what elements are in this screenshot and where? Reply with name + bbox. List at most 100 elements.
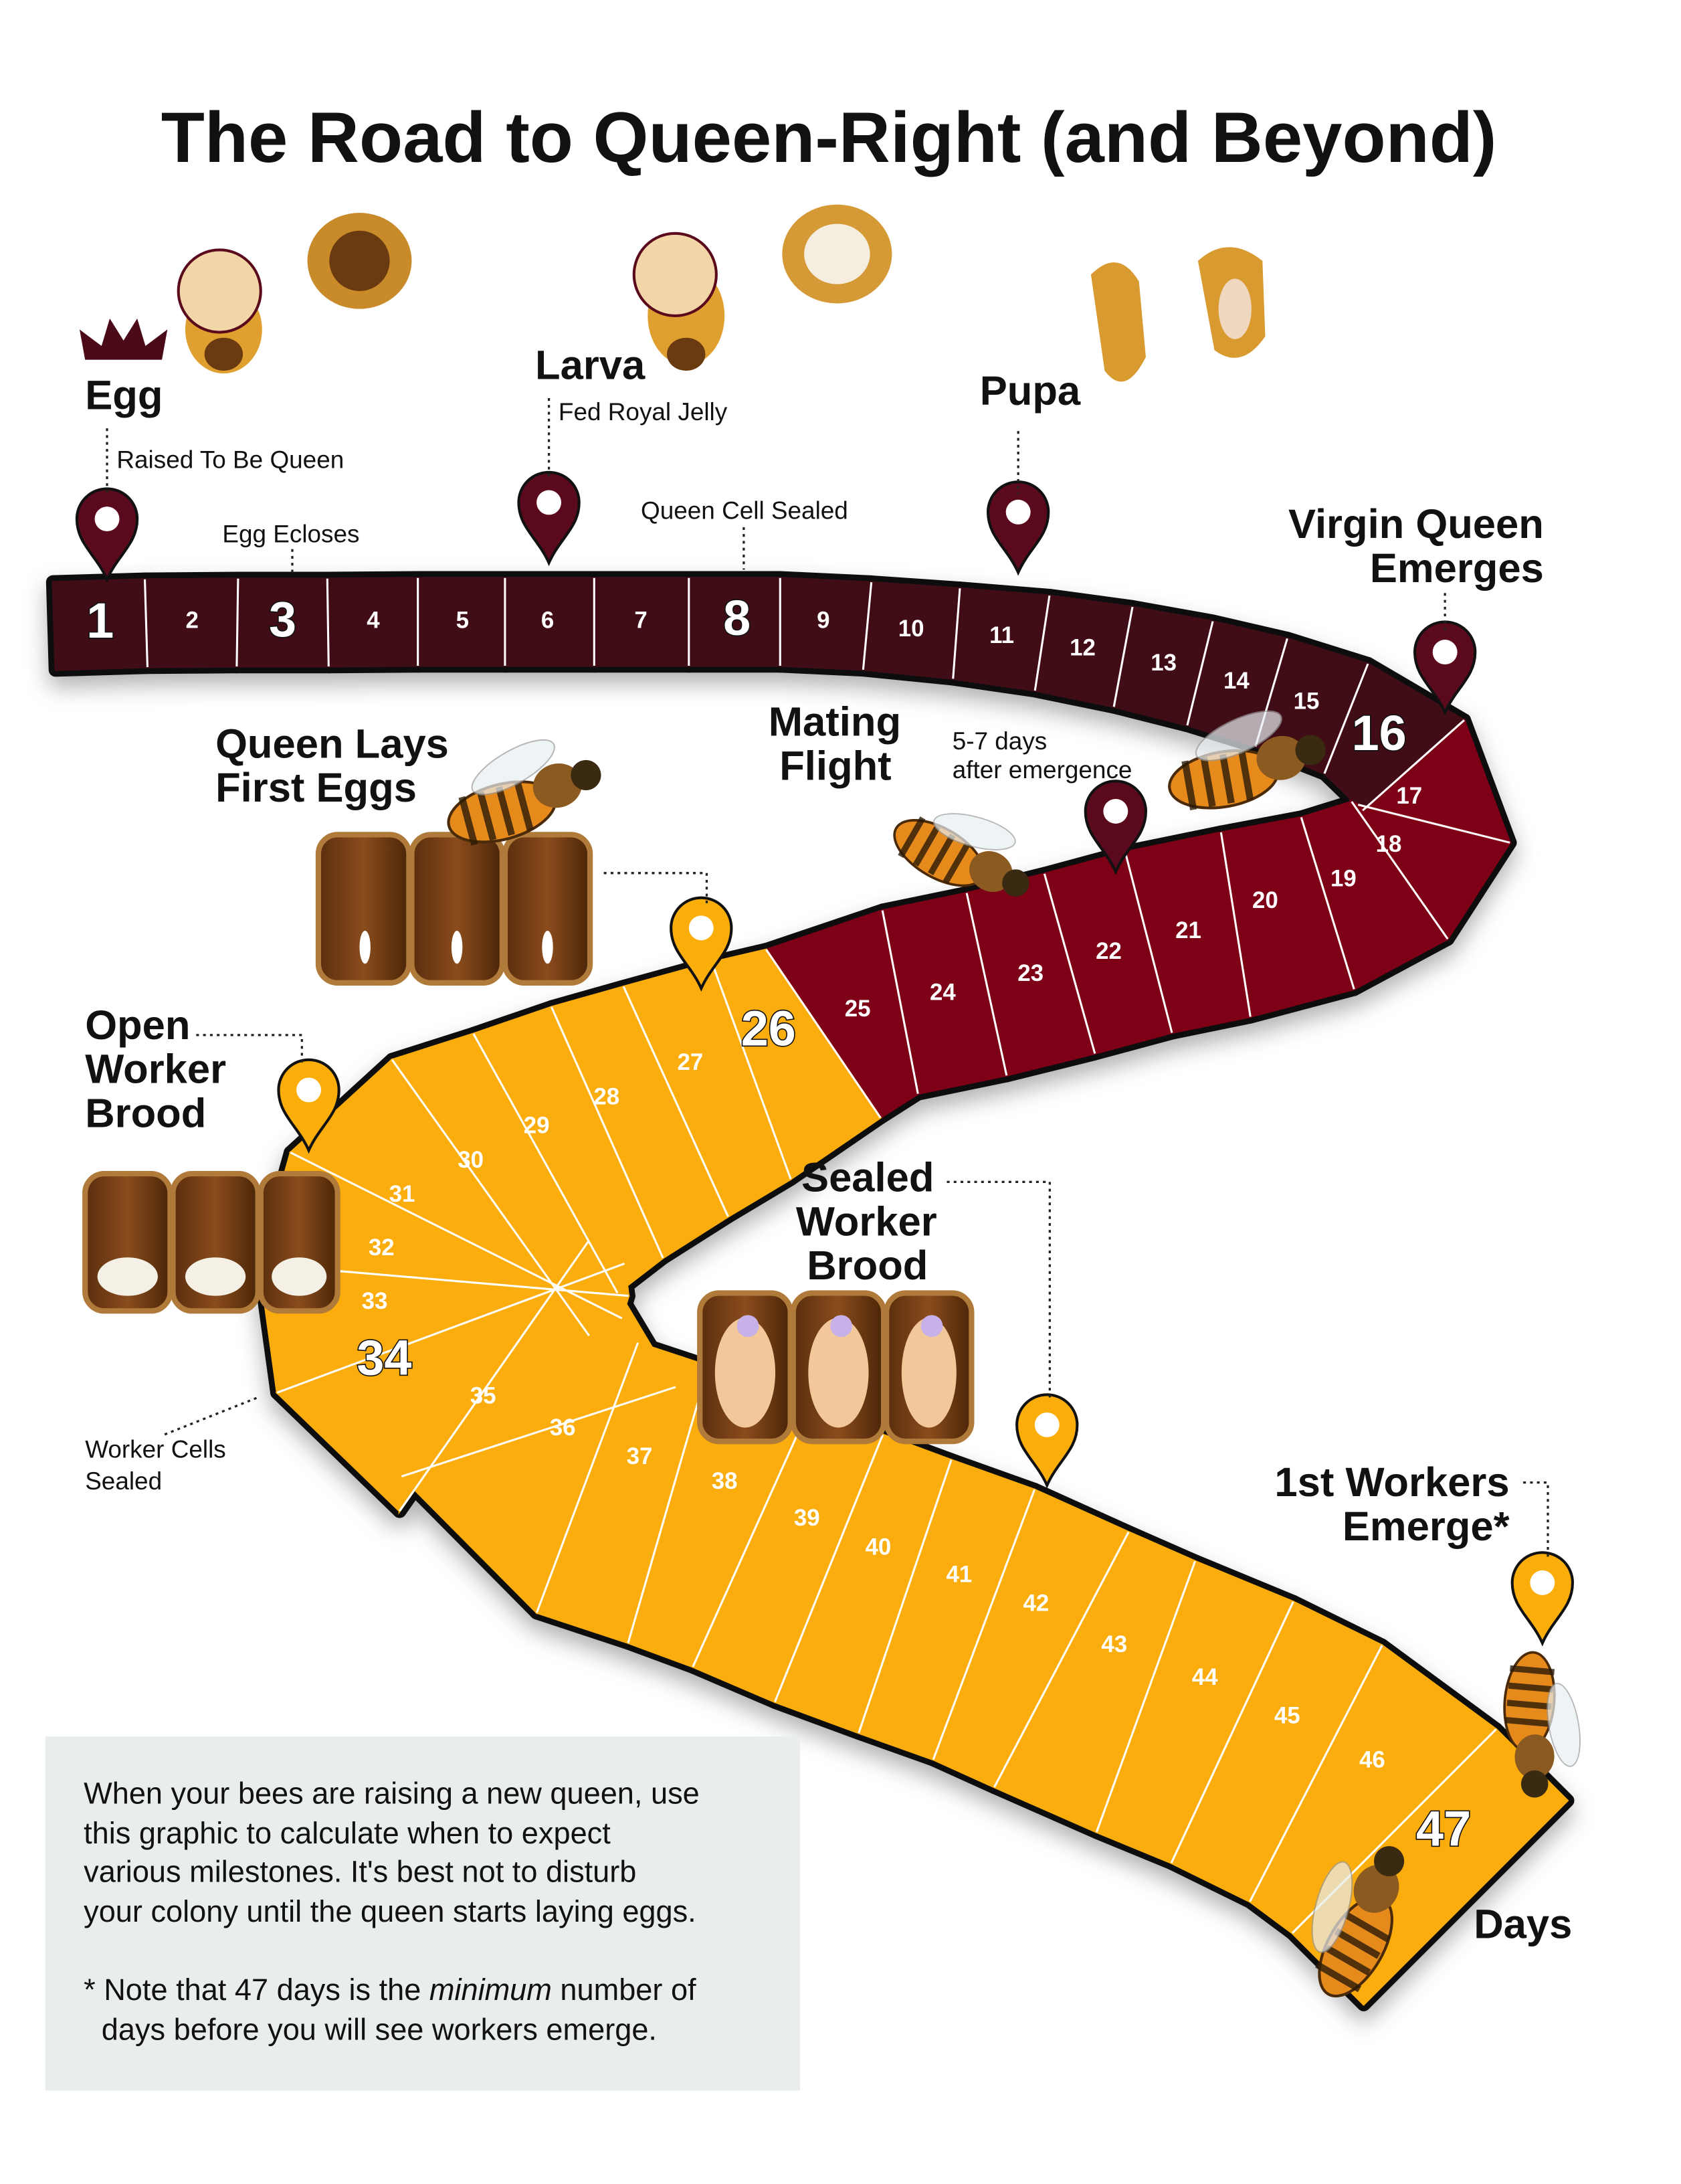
segment-divider	[1362, 719, 1465, 812]
day-label: 29	[524, 1113, 550, 1139]
day-label: 26	[741, 1000, 796, 1056]
segment-divider	[1124, 851, 1173, 1033]
day-label: 43	[1101, 1631, 1127, 1657]
day-label: 36	[550, 1415, 576, 1441]
milestone-pins	[75, 470, 1574, 1647]
segment-divider	[1033, 595, 1051, 691]
label-fed: Fed Royal Jelly	[559, 398, 728, 426]
day-label: 14	[1223, 668, 1250, 694]
segment-divider	[773, 1434, 884, 1703]
bee-icon	[893, 813, 1029, 897]
label-virgin-1: Virgin Queen	[1288, 501, 1544, 547]
info-line: various milestones. It's best not to dis…	[84, 1855, 636, 1889]
label-egg: Egg	[85, 372, 163, 418]
road-timeline	[45, 571, 1575, 2011]
segment-divider	[710, 962, 792, 1180]
segment-divider	[1300, 817, 1355, 990]
day-label: 15	[1294, 689, 1320, 715]
segment-divider	[622, 986, 729, 1217]
queen-cell-illustration	[177, 204, 1266, 382]
info-line: this graphic to calculate when to expect	[84, 1816, 611, 1850]
location-pin-icon	[1510, 1551, 1574, 1647]
segment-divider	[1357, 804, 1510, 844]
day-label: 46	[1359, 1746, 1385, 1772]
day-label: 30	[458, 1147, 484, 1173]
day-label: 5	[456, 608, 469, 634]
label-raised: Raised To Be Queen	[116, 446, 344, 474]
day-label: 22	[1096, 938, 1122, 964]
day-label: 20	[1252, 887, 1278, 913]
location-pin-icon	[517, 470, 581, 567]
day-label: 3	[269, 592, 296, 647]
day-label: 39	[794, 1505, 820, 1531]
day-label: 18	[1376, 831, 1402, 857]
day-label: 32	[369, 1235, 395, 1261]
page-title: The Road to Queen-Right (and Beyond)	[161, 97, 1497, 177]
label-swb-1: Sealed	[801, 1155, 934, 1201]
day-label: 40	[866, 1534, 892, 1560]
day-label: 38	[712, 1468, 738, 1494]
segment-divider	[551, 1006, 664, 1259]
info-note-line2: days before you will see workers emerge.	[102, 2013, 657, 2047]
day-label: 45	[1274, 1703, 1300, 1729]
day-label: 41	[947, 1561, 973, 1587]
label-first-1: 1st Workers	[1274, 1459, 1509, 1506]
segment-divider	[1219, 832, 1252, 1017]
egg-cells-illustration	[315, 832, 593, 986]
segment-divider	[952, 588, 961, 679]
bee-icon	[1503, 1651, 1581, 1798]
segment-divider	[1186, 621, 1214, 726]
label-open-3: Brood	[85, 1090, 206, 1136]
location-pin-icon	[986, 480, 1050, 576]
location-pin-icon	[75, 487, 139, 583]
note-pre: * Note that 47 days is the	[84, 1973, 429, 2007]
segment-divider	[326, 578, 330, 667]
day-label: 31	[389, 1181, 415, 1207]
day-label: 23	[1017, 960, 1044, 986]
label-virgin-2: Emerges	[1370, 545, 1544, 592]
day-label: 17	[1396, 783, 1422, 809]
day-label: 4	[367, 608, 380, 634]
day-label: 44	[1192, 1664, 1218, 1690]
note-post: number of	[552, 1973, 696, 2007]
segment-divider	[1095, 1560, 1197, 1833]
day-label: 8	[723, 590, 751, 646]
sealed-brood-cells-illustration	[697, 1290, 975, 1445]
segment-divider	[535, 1342, 639, 1613]
segment-divider	[1351, 801, 1449, 940]
segment-divider	[472, 1033, 619, 1294]
label-mating-2: Flight	[779, 743, 891, 789]
day-label: 42	[1023, 1590, 1049, 1616]
day-label: 25	[845, 996, 871, 1022]
day-label: 11	[989, 622, 1014, 648]
segment-divider	[276, 1262, 625, 1394]
segment-divider	[858, 1459, 953, 1734]
bee-icon	[1311, 1846, 1405, 1998]
day-label: 2	[186, 608, 199, 634]
day-label: 16	[1352, 705, 1407, 761]
label-swb-3: Brood	[807, 1243, 928, 1289]
day-label: 7	[634, 608, 647, 634]
label-wcs-1: Worker Cells	[85, 1436, 226, 1463]
bee-icon	[447, 739, 601, 846]
day-label: 27	[677, 1049, 703, 1075]
label-lays-2: First Eggs	[215, 765, 417, 811]
segment-divider	[235, 578, 239, 667]
segment-divider	[692, 1403, 812, 1667]
day-label: 19	[1330, 865, 1357, 891]
day-label: 12	[1070, 635, 1096, 661]
label-days: Days	[1474, 1902, 1572, 1948]
label-ecloses: Egg Ecloses	[222, 520, 359, 547]
segment-divider	[401, 1386, 676, 1477]
segment-divider	[1043, 873, 1096, 1054]
day-label: 47	[1416, 1801, 1471, 1856]
location-pin-icon	[670, 896, 733, 992]
segment-divider	[1170, 1601, 1294, 1863]
label-lays-1: Queen Lays	[215, 721, 449, 767]
leader-lines	[106, 398, 1549, 1558]
bee-icon	[1168, 710, 1326, 811]
label-mating-1: Mating	[769, 699, 901, 745]
segment-divider	[965, 893, 1008, 1076]
label-larva: Larva	[535, 342, 646, 388]
